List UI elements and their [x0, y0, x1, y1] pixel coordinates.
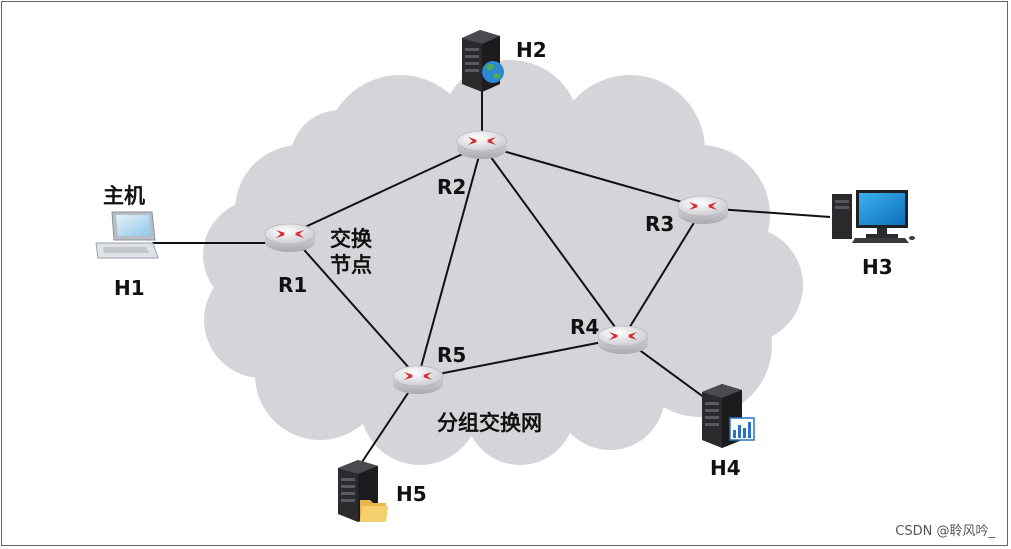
desktop-computer-icon: [832, 190, 915, 243]
host-label-h4: H4: [710, 456, 741, 480]
switch-node-label-line1: 交换: [330, 227, 372, 251]
router-r3-icon: [677, 195, 729, 224]
link-r4-r5: [417, 337, 624, 379]
link-r3-r4: [622, 207, 704, 339]
router-label-r1: R1: [278, 273, 308, 297]
host-label-h3: H3: [862, 255, 893, 279]
host-label-h5: H5: [396, 482, 427, 506]
switch-node-label-line2: 节点: [330, 253, 372, 277]
laptop-icon: [95, 211, 159, 259]
link-r1-r2: [289, 144, 483, 235]
host-label-h1: H1: [114, 276, 145, 300]
cloud-label: 分组交换网: [437, 411, 542, 435]
router-r2-icon: [456, 130, 508, 159]
packet-switched-network-cloud: [203, 60, 803, 465]
router-label-r4: R4: [570, 315, 600, 339]
host-caption: 主机: [103, 184, 145, 208]
host-label-h2: H2: [516, 38, 547, 62]
router-r1-icon: [264, 223, 316, 252]
watermark: CSDN @聆风吟_: [895, 524, 995, 539]
router-label-r2: R2: [437, 175, 467, 199]
file-server-icon: [338, 460, 388, 522]
database-server-icon: [702, 384, 755, 448]
link-r2-r5: [417, 144, 483, 379]
web-server-icon: [462, 30, 504, 92]
router-label-r5: R5: [437, 343, 467, 367]
link-r2-r4: [481, 144, 624, 339]
link-r2-r3: [481, 144, 704, 209]
router-r4-icon: [597, 325, 649, 354]
link-r1-r5: [289, 233, 419, 379]
router-label-r3: R3: [645, 212, 675, 236]
router-r5-icon: [392, 365, 444, 394]
